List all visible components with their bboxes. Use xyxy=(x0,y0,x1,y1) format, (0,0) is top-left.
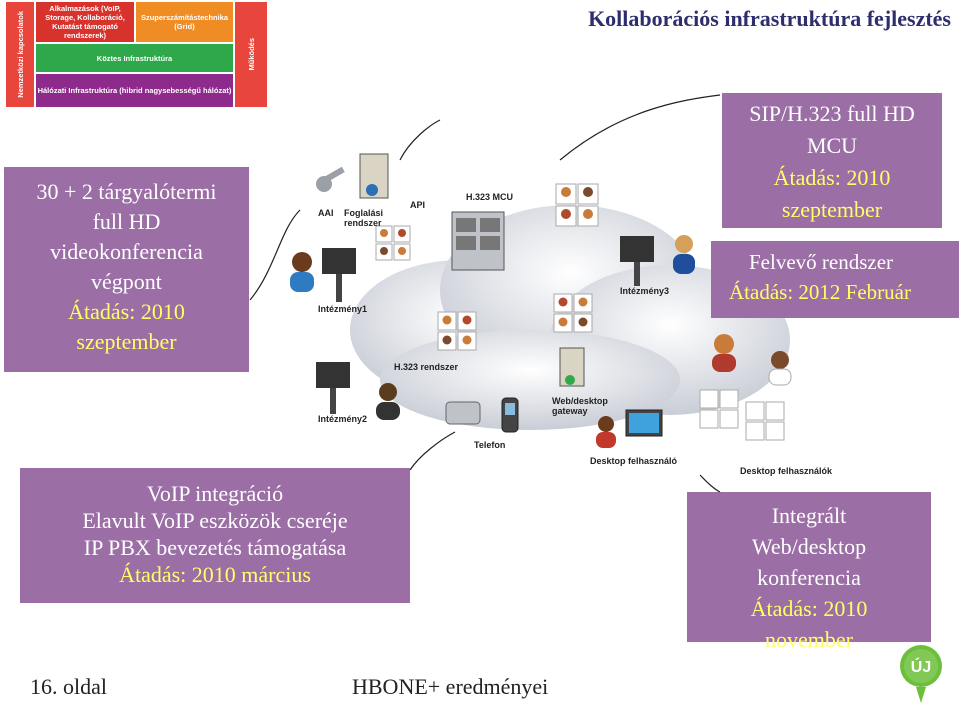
label-desktop-users: Desktop felhasználók xyxy=(740,466,833,476)
box-line: Elavult VoIP eszközök cseréje xyxy=(82,508,348,533)
box-line: MCU xyxy=(806,133,858,158)
svg-text:ÚJ: ÚJ xyxy=(911,657,931,676)
mini-network-block: Hálózati Infrastruktúra (hibrid nagysebe… xyxy=(36,74,233,107)
booking-server-icon xyxy=(359,153,389,199)
recording-system-box: Felvevő rendszer Átadás: 2012 Február xyxy=(711,241,959,318)
mini-side-right: Működés xyxy=(235,2,267,107)
label-inst3: Intézmény3 xyxy=(620,286,670,296)
connector-left xyxy=(249,209,301,301)
desktop-users-group-icon xyxy=(699,334,792,441)
box-line: VoIP integráció xyxy=(146,481,284,506)
participant-grid-icon xyxy=(375,225,411,261)
person-icon xyxy=(376,383,400,420)
connector-bottom-left xyxy=(409,431,456,471)
label-aai: AAI xyxy=(318,208,334,218)
box-line: full HD xyxy=(92,209,161,234)
video-terminal-inst3-icon xyxy=(620,236,654,286)
video-terminal-inst2-icon xyxy=(316,362,350,414)
participant-grid-icon xyxy=(437,311,477,351)
mobile-phone-icon xyxy=(501,397,519,433)
label-gateway: Web/desktop gateway xyxy=(552,396,608,416)
voip-integration-box: VoIP integráció Elavult VoIP eszközök cs… xyxy=(20,468,410,603)
handover-date: Átadás: 2010 március xyxy=(119,562,311,587)
box-line: 30 + 2 tárgyalótermi xyxy=(36,179,217,204)
handover-date: szeptember xyxy=(781,197,883,222)
handover-date: Átadás: 2010 xyxy=(773,165,891,190)
desk-phone-icon xyxy=(445,401,481,425)
handover-date: Átadás: 2010 xyxy=(750,596,868,621)
gateway-server-icon xyxy=(559,347,585,387)
label-api: API xyxy=(410,200,426,210)
web-desktop-conference-box: Integrált Web/desktop konferencia Átadás… xyxy=(687,492,931,652)
page-number: 16. oldal xyxy=(30,674,107,699)
participant-grid-icon xyxy=(555,183,599,227)
box-line: Integrált xyxy=(771,503,847,528)
box-line: Web/desktop xyxy=(751,534,867,559)
handover-date: szeptember xyxy=(76,329,177,354)
network-diagram: AAI Foglalási rendszer API H.323 MCU Int… xyxy=(280,140,840,480)
label-h323-system: H.323 rendszer xyxy=(394,362,459,372)
key-icon xyxy=(316,166,345,192)
label-desktop-user: Desktop felhasználó xyxy=(590,456,678,466)
person-icon xyxy=(673,235,695,274)
box-line: Felvevő rendszer xyxy=(749,250,894,274)
box-line: videokonferencia xyxy=(50,239,203,264)
mini-apps-block: Alkalmazások (VoIP, Storage, Kollaboráci… xyxy=(36,2,134,42)
label-mcu: H.323 MCU xyxy=(466,192,514,202)
mini-hpc-block: Szuperszámítástechnika (Grid) xyxy=(136,2,233,42)
box-line: IP PBX bevezetés támogatása xyxy=(83,535,347,560)
label-booking: Foglalási rendszer xyxy=(344,208,384,228)
cloud-svg xyxy=(290,153,792,448)
label-phone: Telefon xyxy=(474,440,506,450)
handover-date: Átadás: 2012 Február xyxy=(729,280,911,304)
hd-videoconference-box: 30 + 2 tárgyalótermi full HD videokonfer… xyxy=(4,167,249,372)
desktop-computer-icon xyxy=(625,409,663,437)
footer-title: HBONE+ eredményei xyxy=(352,674,549,699)
slide-title: Kollaborációs infrastruktúra fejlesztés xyxy=(588,6,951,31)
connector-bottom-right xyxy=(699,474,721,493)
mini-side-left: Nemzetközi kapcsolatok xyxy=(6,2,34,107)
video-terminal-inst1-icon xyxy=(322,248,356,302)
label-inst2: Intézmény2 xyxy=(318,414,368,424)
label-inst1: Intézmény1 xyxy=(318,304,368,314)
architecture-mini-diagram: Nemzetközi kapcsolatok Alkalmazások (VoI… xyxy=(6,2,267,107)
box-line: végpont xyxy=(91,269,162,294)
person-icon xyxy=(290,252,314,292)
mini-middleware-block: Köztes Infrastruktúra xyxy=(36,44,233,72)
handover-date: Átadás: 2010 xyxy=(68,299,185,324)
mcu-box: SIP/H.323 full HD MCU Átadás: 2010 szept… xyxy=(722,93,942,228)
connector-top-1 xyxy=(399,119,441,161)
box-line: konferencia xyxy=(757,565,861,590)
person-icon xyxy=(596,416,616,448)
box-line: SIP/H.323 full HD xyxy=(749,101,915,126)
uj-logo: ÚJ xyxy=(898,643,944,705)
connector-top-right xyxy=(559,94,721,161)
mcu-server-icon xyxy=(451,211,505,271)
participant-grid-icon xyxy=(553,293,593,333)
handover-date: november xyxy=(765,627,853,652)
